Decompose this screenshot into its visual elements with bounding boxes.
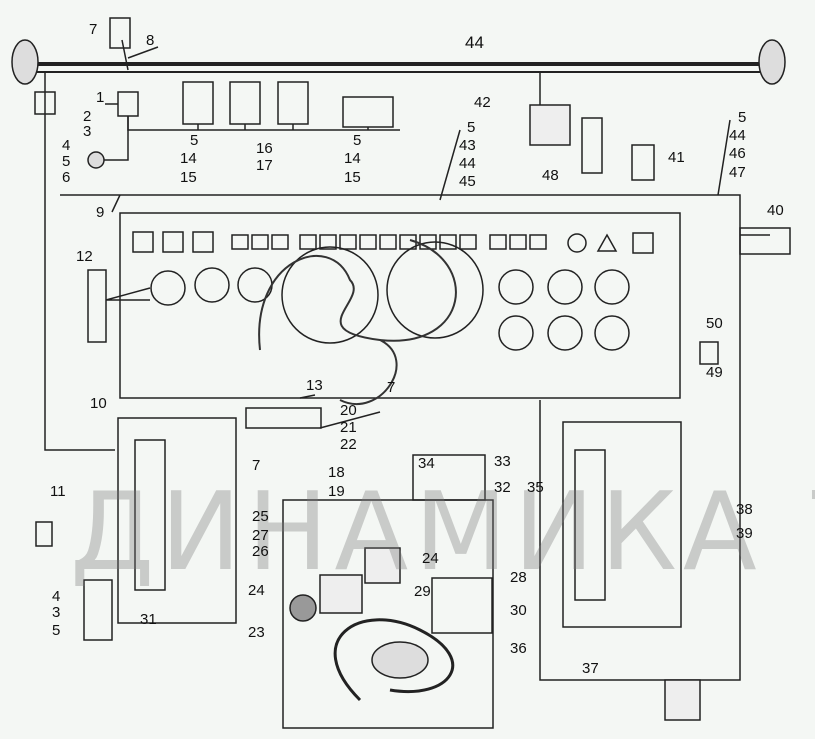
callout-10: 10 <box>90 395 107 412</box>
callout-3: 3 <box>83 123 92 140</box>
callout-30: 30 <box>510 602 527 619</box>
callout-46: 46 <box>729 145 746 162</box>
connector-1 <box>117 91 139 117</box>
callout-11: 11 <box>50 483 66 500</box>
callout-23: 23 <box>248 624 265 641</box>
callout-7: 7 <box>252 457 261 474</box>
callout-48: 48 <box>542 167 559 184</box>
gauges <box>150 241 630 351</box>
callout-31: 31 <box>140 611 157 628</box>
callout-40: 40 <box>767 202 784 219</box>
callout-32: 32 <box>494 479 511 496</box>
callout-42: 42 <box>474 94 491 111</box>
callout-15: 15 <box>180 169 197 186</box>
callout-24: 24 <box>422 550 439 567</box>
callout-12: 12 <box>76 248 93 265</box>
callout-8: 8 <box>146 32 155 49</box>
callout-22: 22 <box>340 436 357 453</box>
callout-15: 15 <box>344 169 361 186</box>
callout-26: 26 <box>252 543 269 560</box>
callout-1: 1 <box>96 89 105 106</box>
module <box>342 96 394 128</box>
switch-3 <box>277 81 309 125</box>
callout-41: 41 <box>668 149 685 166</box>
right-headlamp <box>758 39 786 85</box>
callout-16: 16 <box>256 140 273 157</box>
callout-49: 49 <box>706 364 723 381</box>
callout-9: 9 <box>96 204 105 221</box>
fasteners-3-5 <box>83 579 113 641</box>
callout-5: 5 <box>353 132 362 149</box>
callout-36: 36 <box>510 640 527 657</box>
callout-44: 44 <box>729 127 746 144</box>
callout-33: 33 <box>494 453 511 470</box>
steering-column-box <box>282 499 494 729</box>
callout-4: 4 <box>62 137 71 154</box>
connector-7 <box>109 17 131 49</box>
connector-13 <box>245 407 322 429</box>
left-switch-panel <box>117 417 237 624</box>
switch-24a <box>319 574 363 614</box>
callout-28: 28 <box>510 569 527 586</box>
callout-5: 5 <box>190 132 199 149</box>
connector-12 <box>87 269 107 343</box>
callout-19: 19 <box>328 483 345 500</box>
switch-1 <box>182 81 214 125</box>
sensor-50 <box>699 341 719 365</box>
steering-wheel <box>333 618 455 702</box>
fuse-block-48 <box>581 117 603 174</box>
right-switch-panel <box>562 421 682 628</box>
callout-37: 37 <box>582 660 599 677</box>
callout-44: 44 <box>465 33 484 52</box>
relay-48 <box>529 104 571 146</box>
callout-5: 5 <box>52 622 61 639</box>
switch-24b <box>364 547 401 584</box>
callout-38: 38 <box>736 501 753 518</box>
callout-4: 4 <box>52 588 61 605</box>
callout-39: 39 <box>736 525 753 542</box>
lamp <box>87 151 105 169</box>
callout-35: 35 <box>527 479 544 496</box>
callout-17: 17 <box>256 157 273 174</box>
callout-5: 5 <box>467 119 476 136</box>
indicator-row <box>132 231 654 254</box>
relay-bottom <box>664 679 701 721</box>
logo-swirl <box>258 239 457 405</box>
callout-25: 25 <box>252 508 269 525</box>
callout-7: 7 <box>387 379 396 396</box>
watermark: ДИНАМИКА 76 <box>70 470 815 595</box>
callout-5: 5 <box>738 109 747 126</box>
fasteners-28-30 <box>431 577 493 634</box>
callout-43: 43 <box>459 137 476 154</box>
callout-13: 13 <box>306 377 323 394</box>
connector-41 <box>631 144 655 181</box>
callout-47: 47 <box>729 164 746 181</box>
callout-2: 2 <box>83 108 92 125</box>
callout-44: 44 <box>459 155 476 172</box>
callout-24: 24 <box>248 582 265 599</box>
instrument-panel <box>119 212 681 399</box>
connector-11 <box>35 521 53 547</box>
connector-40 <box>739 227 791 255</box>
callout-5: 5 <box>62 153 71 170</box>
callout-3: 3 <box>52 604 61 621</box>
callout-6: 6 <box>62 169 71 186</box>
callout-14: 14 <box>344 150 361 167</box>
callout-29: 29 <box>414 583 431 600</box>
left-headlamp <box>11 39 39 85</box>
callout-34: 34 <box>418 455 435 472</box>
gear-23 <box>289 594 317 622</box>
callout-14: 14 <box>180 150 197 167</box>
callout-18: 18 <box>328 464 345 481</box>
callout-21: 21 <box>340 419 357 436</box>
callout-20: 20 <box>340 402 357 419</box>
callout-50: 50 <box>706 315 723 332</box>
callout-27: 27 <box>252 527 269 544</box>
switch-2 <box>229 81 261 125</box>
callout-7: 7 <box>89 21 98 38</box>
callout-45: 45 <box>459 173 476 190</box>
